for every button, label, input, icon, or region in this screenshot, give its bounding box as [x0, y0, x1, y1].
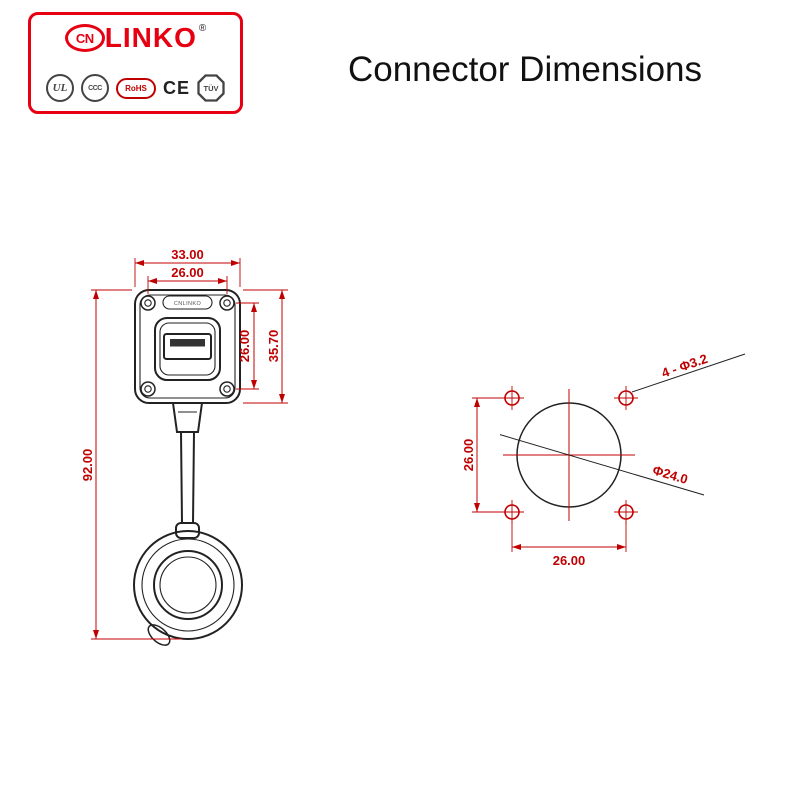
- brand-text: LINKO: [104, 22, 197, 53]
- ce-cert-icon: CE: [162, 77, 190, 98]
- rohs-cert-icon: RoHS: [115, 77, 156, 99]
- flange-inner-edge: [139, 294, 236, 399]
- dust-cap-lanyard: [133, 402, 243, 646]
- strap-right-edge: [192, 431, 195, 524]
- dim-hole-spacing-h: 26.00: [171, 265, 204, 280]
- drill-holes: [500, 386, 638, 524]
- ccc-cert-icon: CCC: [80, 74, 109, 102]
- page-title: Connector Dimensions: [347, 50, 703, 89]
- dim-total-height: 92.00: [80, 449, 95, 482]
- strap-mount: [171, 402, 204, 433]
- usb-tongue: [170, 339, 205, 347]
- flange-body: CNLINKO: [134, 289, 241, 404]
- cutout-diameter-label: Φ24.0: [651, 462, 690, 487]
- tuv-cert-icon: TÜV: [197, 74, 225, 102]
- usb-port: [154, 317, 221, 381]
- drill-hole: [500, 500, 524, 524]
- drill-view-dimensions: 26.00 26.00: [461, 397, 627, 568]
- flange-mounting-holes: [140, 295, 235, 397]
- registered-trademark: ®: [198, 23, 207, 34]
- strap-link: [175, 522, 200, 539]
- ul-cert-icon: UL: [45, 74, 74, 102]
- brand-logo-box: CN LINKO ® UL CCC RoHS CE TÜV: [28, 12, 243, 114]
- drill-hole: [614, 386, 638, 410]
- tuv-label: TÜV: [204, 84, 219, 93]
- dim-hole-spacing-horizontal: 26.00: [553, 553, 586, 568]
- dim-hole-spacing-v: 26.00: [237, 330, 252, 363]
- brand-wordmark: CN LINKO ®: [64, 22, 207, 53]
- holes-leader-line: [631, 353, 746, 393]
- usb-opening: [163, 333, 212, 360]
- panel-cutout: [499, 389, 705, 521]
- dim-outer-width: 33.00: [171, 247, 204, 262]
- strap-left-edge: [180, 431, 183, 524]
- drill-hole: [614, 500, 638, 524]
- cap-tab: [147, 624, 171, 646]
- brand-stamp-text: CNLINKO: [174, 301, 202, 307]
- brand-stamp-outline: [162, 295, 213, 310]
- dust-cap: [133, 530, 243, 646]
- panel-drill-view: 4 - Φ3.2 Φ24.0 26.00 26.00: [461, 351, 746, 568]
- tuv-octagon: [197, 74, 225, 102]
- certification-badges: UL CCC RoHS CE TÜV: [45, 74, 225, 102]
- diameter-leader-line: [499, 434, 705, 496]
- brand-oval-mark: CN: [64, 24, 105, 52]
- drill-hole: [500, 386, 524, 410]
- front-view-dimensions: 33.00 26.00 26.00 35.70 92.00: [80, 247, 288, 640]
- connector-front-view: CNLINKO 33.00 26.00: [80, 247, 288, 646]
- dim-flange-height: 35.70: [266, 330, 281, 363]
- dim-hole-spacing-vertical: 26.00: [461, 439, 476, 472]
- holes-size-label: 4 - Φ3.2: [660, 351, 710, 381]
